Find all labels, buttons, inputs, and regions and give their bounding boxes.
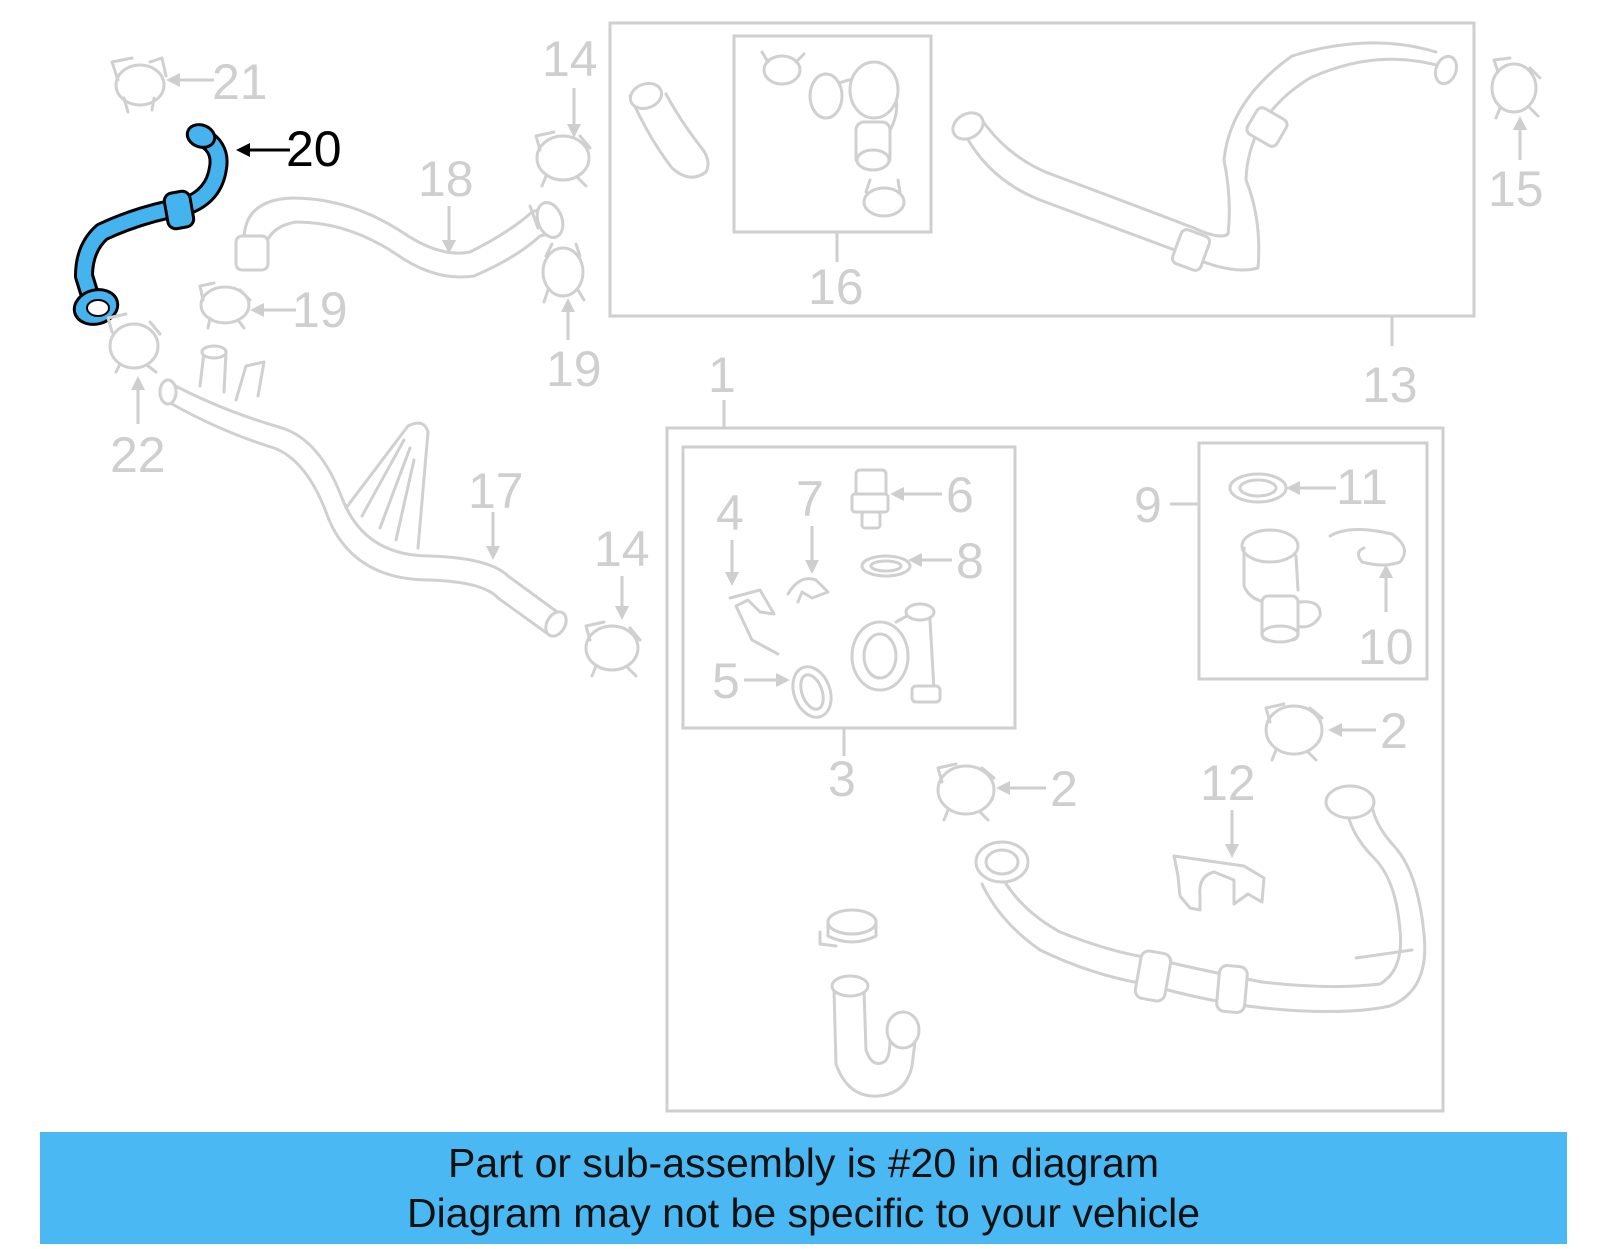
- callout-14-top: 14: [542, 31, 598, 87]
- leader-lines: [131, 73, 1527, 858]
- seal-part-11: [1228, 472, 1288, 504]
- assembly-box-13: [608, 21, 1476, 318]
- clamp-part-2-left: [936, 762, 996, 822]
- callout-5: 5: [712, 653, 740, 709]
- callout-16: 16: [808, 259, 864, 315]
- callout-6: 6: [946, 467, 974, 523]
- hose-part-20: [72, 123, 229, 326]
- callout-3: 3: [828, 751, 856, 807]
- assembly-box-3: [681, 445, 1017, 730]
- callout-9: 9: [1134, 477, 1162, 533]
- assembly-box-1: [665, 426, 1445, 1113]
- callout-12: 12: [1200, 755, 1256, 811]
- clamp-part-19-middle: [541, 242, 586, 304]
- assembly-box-9: [1197, 441, 1429, 681]
- callout-7: 7: [796, 471, 824, 527]
- hose-large-part-13: [951, 41, 1459, 272]
- callout-2-right: 2: [1380, 703, 1408, 759]
- hose-part-1: [974, 784, 1427, 1014]
- callout-19-middle: 19: [546, 341, 602, 397]
- clip-part-12: [1172, 854, 1266, 912]
- callout-10: 10: [1358, 619, 1414, 675]
- clamp-part-14-lower: [584, 620, 642, 678]
- hose-u-lower: [830, 974, 921, 1098]
- banner-line-1: Part or sub-assembly is #20 in diagram: [448, 1140, 1159, 1186]
- callout-2-left: 2: [1050, 761, 1078, 817]
- callout-18: 18: [418, 151, 474, 207]
- sensor-part-6: [850, 468, 890, 530]
- callout-1: 1: [708, 347, 736, 403]
- seal-part-8: [860, 554, 912, 578]
- callout-8: 8: [956, 533, 984, 589]
- callout-13: 13: [1362, 357, 1418, 413]
- thermostat-part-9: [1240, 528, 1322, 644]
- seal-part-5: [791, 665, 833, 719]
- assembly-box-16: [732, 34, 933, 234]
- callout-4: 4: [716, 485, 744, 541]
- bracket-part-4: [728, 588, 780, 656]
- callout-20: 20: [286, 121, 342, 177]
- clamp-part-19-left: [198, 281, 252, 330]
- banner-line-2: Diagram may not be specific to your vehi…: [406, 1190, 1200, 1236]
- hose-clamp-lower: [818, 908, 878, 948]
- callout-17: 17: [468, 463, 524, 519]
- callout-14-lower: 14: [594, 521, 650, 577]
- callout-21: 21: [212, 54, 268, 110]
- callout-15: 15: [1488, 161, 1544, 217]
- pipe-part-17: [158, 344, 568, 638]
- hose-part-18: [234, 196, 565, 279]
- clip-part-10: [1328, 527, 1406, 567]
- valve-part-16: [760, 50, 906, 218]
- clamp-part-21: [110, 56, 168, 114]
- clamp-part-15: [1490, 56, 1542, 120]
- info-banner: Part or sub-assembly is #20 in diagram D…: [40, 1132, 1567, 1244]
- callout-22: 22: [110, 427, 166, 483]
- hose-small-box-13: [628, 81, 710, 179]
- callout-11: 11: [1336, 459, 1388, 515]
- clamp-part-22: [106, 312, 162, 374]
- clamp-part-14-top: [534, 130, 592, 188]
- housing-part-3: [850, 602, 942, 704]
- clip-part-7: [786, 577, 830, 604]
- callout-19-left: 19: [292, 282, 348, 338]
- clamp-part-2-right: [1264, 702, 1324, 762]
